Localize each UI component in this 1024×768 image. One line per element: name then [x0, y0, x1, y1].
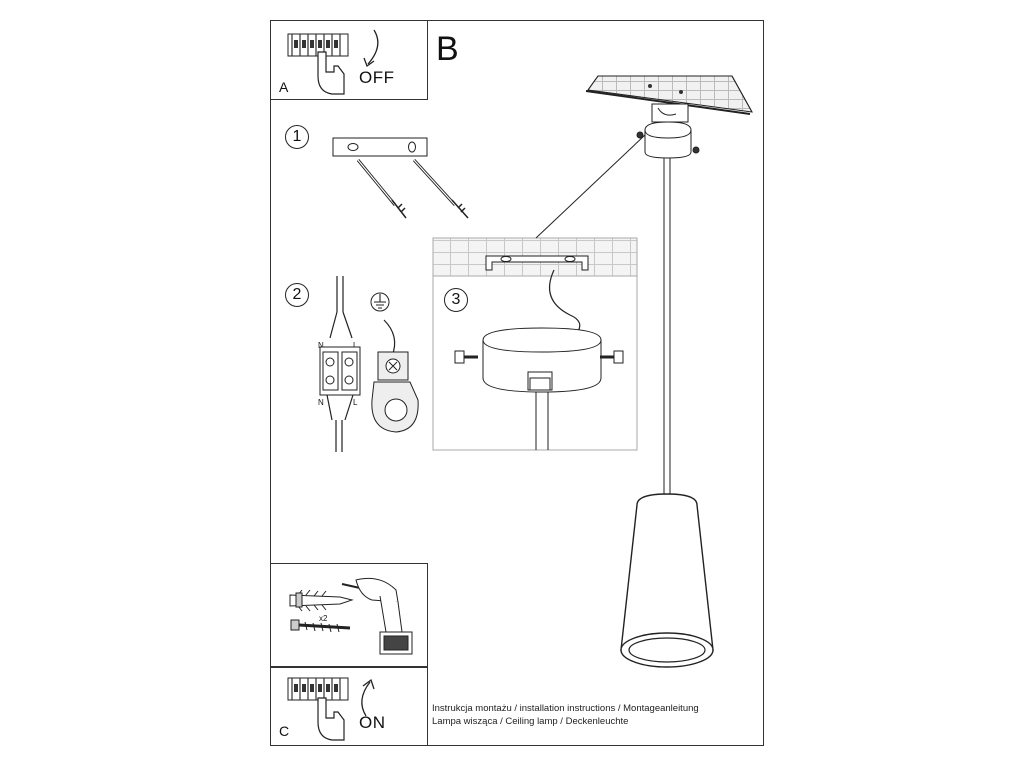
- terminal-n-top: N: [318, 341, 324, 350]
- instruction-sheet: [270, 20, 764, 746]
- on-label: ON: [359, 713, 386, 732]
- panel-c-letter: C: [279, 723, 290, 739]
- caption-line-2: Lampa wisząca / Ceiling lamp / Deckenleu…: [432, 716, 629, 727]
- breaker-on-icon: [287, 677, 349, 701]
- off-label: OFF: [359, 68, 395, 87]
- wall-plug-icon: [289, 589, 354, 612]
- side-screw-left-icon: [454, 350, 478, 364]
- arrow-down-icon: [367, 29, 379, 65]
- terminal-n-bottom: N: [318, 398, 324, 407]
- ground-clamp-icon: [370, 292, 419, 433]
- dowel-screw-icon: [356, 158, 469, 219]
- terminal-l-bottom: L: [353, 398, 358, 407]
- mounting-plate-icon: [332, 137, 428, 157]
- ceiling-plate-icon: [585, 75, 753, 115]
- terminal-l-top: L: [353, 341, 358, 350]
- wire-terminal-icon: [319, 276, 361, 452]
- step-2-number: 2: [285, 283, 309, 307]
- caption-line-1: Instrukcja montażu / installation instru…: [432, 703, 699, 714]
- caption: Instrukcja montażu / installation instru…: [432, 702, 699, 728]
- lamp-shade-icon: [620, 493, 714, 668]
- canopy-icon: [636, 103, 700, 159]
- step-3-number: 3: [444, 288, 468, 312]
- canopy-detail-view: [432, 237, 638, 451]
- panel-a-letter: A: [279, 79, 289, 95]
- suspension-cable: [663, 158, 671, 495]
- drill-icon: [341, 577, 413, 655]
- screw-count-label: x2: [319, 614, 328, 623]
- section-b-title: B: [436, 30, 459, 68]
- arrow-up-icon: [361, 681, 371, 717]
- hand-icon: [317, 51, 345, 95]
- breaker-off-icon: [287, 33, 349, 57]
- panel-a-power-off: A OFF: [270, 20, 428, 100]
- detail-pointer-line: [535, 134, 646, 239]
- hand-icon-on: [317, 697, 345, 741]
- screw-icon: [290, 619, 351, 633]
- side-screw-right-icon: [600, 350, 624, 364]
- step-1-number: 1: [285, 125, 309, 149]
